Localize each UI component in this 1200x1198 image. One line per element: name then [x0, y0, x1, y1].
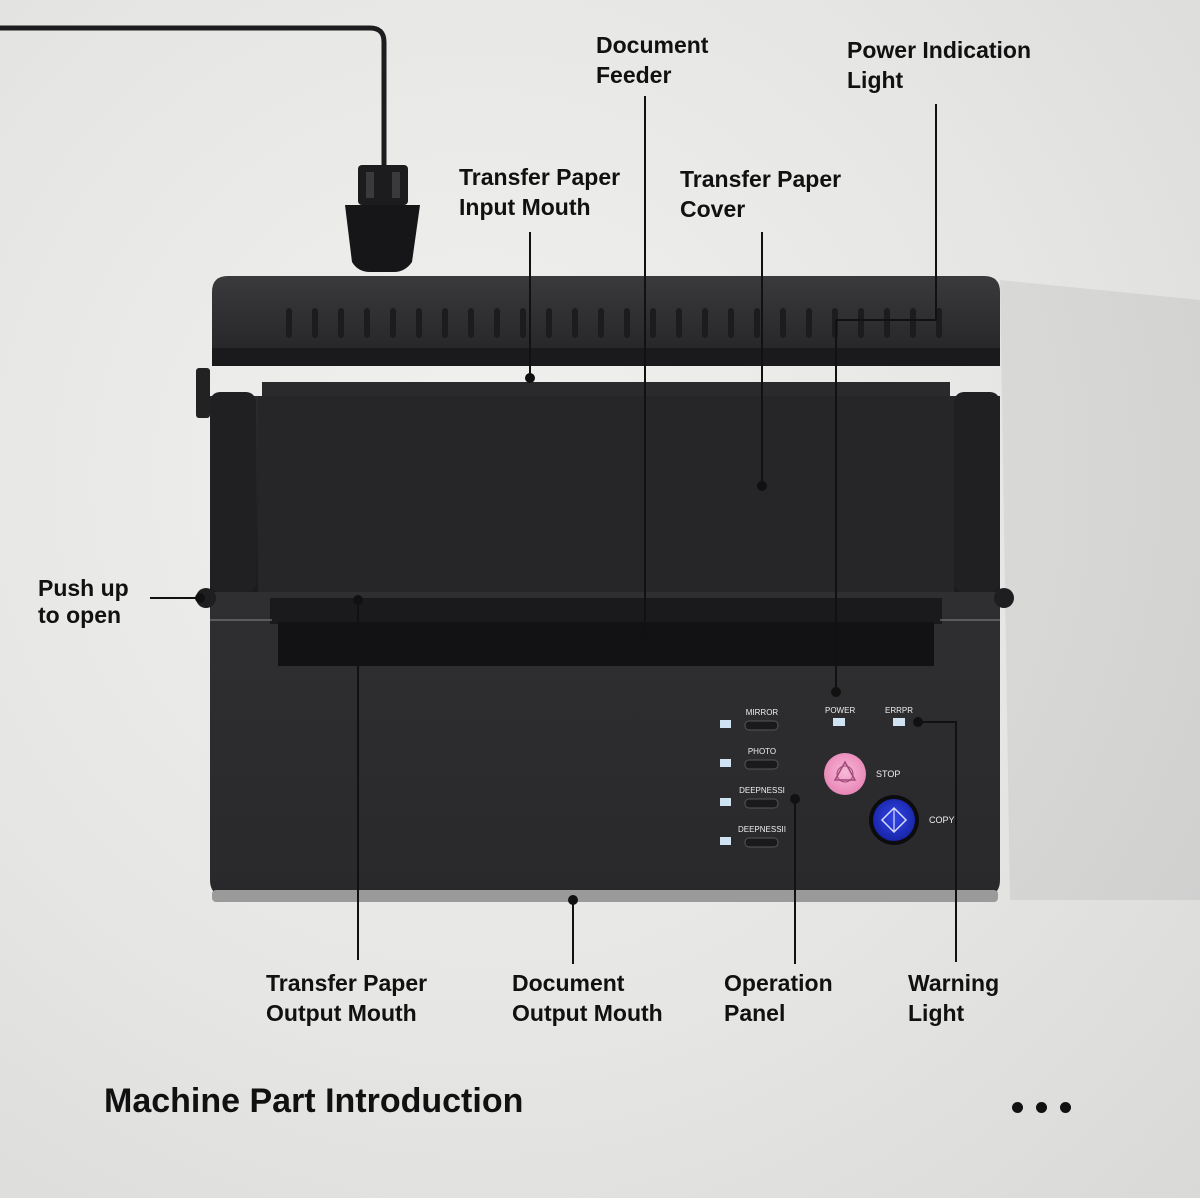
dot — [1060, 1102, 1071, 1113]
vent-slot — [884, 308, 890, 338]
mode-label: PHOTO — [748, 747, 776, 756]
vent-slot — [312, 308, 318, 338]
vent-slot — [338, 308, 344, 338]
vent-slot — [910, 308, 916, 338]
vent-slot — [780, 308, 786, 338]
power-label: POWER — [825, 706, 855, 715]
stop-label: STOP — [876, 769, 900, 779]
vent-slot — [390, 308, 396, 338]
bottom-base — [212, 890, 998, 902]
mode-button[interactable] — [744, 798, 779, 809]
vent-slot — [572, 308, 578, 338]
vent-slot — [364, 308, 370, 338]
mode-indicator — [720, 837, 731, 845]
power-plug-icon — [0, 25, 420, 272]
rear-housing — [196, 276, 1000, 418]
machine-shadow — [1000, 280, 1200, 900]
page-title: Machine Part Introduction — [104, 1082, 524, 1120]
vent-slot — [936, 308, 942, 338]
vent-slot — [754, 308, 760, 338]
dot — [1036, 1102, 1047, 1113]
mode-button[interactable] — [744, 720, 779, 731]
mode-label: MIRROR — [746, 708, 779, 717]
leader-lines — [150, 96, 957, 964]
mode-button[interactable] — [744, 759, 779, 770]
mode-label: DEEPNESSI — [739, 786, 785, 795]
leader-warning-light — [918, 721, 957, 962]
copy-label: COPY — [929, 815, 955, 825]
power-indicator — [833, 718, 845, 726]
mode-indicator — [720, 759, 731, 767]
mode-button[interactable] — [744, 837, 779, 848]
error-label: ERRPR — [885, 706, 913, 715]
vent-slot — [598, 308, 604, 338]
vent-slot — [442, 308, 448, 338]
copy-button[interactable] — [869, 795, 919, 845]
document-feeder-slot — [210, 598, 1000, 666]
stop-button[interactable] — [824, 753, 866, 795]
vent-slot — [520, 308, 526, 338]
vent-slot — [624, 308, 630, 338]
vent-slot — [650, 308, 656, 338]
vent-slot — [416, 308, 422, 338]
vent-slot — [858, 308, 864, 338]
vent-slots — [286, 308, 942, 338]
vent-slot — [728, 308, 734, 338]
operation-panel: MIRROR PHOTO DEEPNESSI DEEPNESSII POWER ERR… — [720, 706, 955, 848]
mode-indicator — [720, 798, 731, 806]
more-dots-icon[interactable] — [1012, 1102, 1071, 1113]
vent-slot — [546, 308, 552, 338]
transfer-paper-cover — [196, 382, 1014, 608]
error-indicator — [893, 718, 905, 726]
vent-slot — [702, 308, 708, 338]
mode-indicator — [720, 720, 731, 728]
vent-slot — [676, 308, 682, 338]
vent-slot — [286, 308, 292, 338]
dot — [1012, 1102, 1023, 1113]
vent-slot — [468, 308, 474, 338]
vent-slot — [494, 308, 500, 338]
mode-label: DEEPNESSII — [738, 825, 786, 834]
vent-slot — [806, 308, 812, 338]
leader-power-light — [835, 104, 937, 692]
